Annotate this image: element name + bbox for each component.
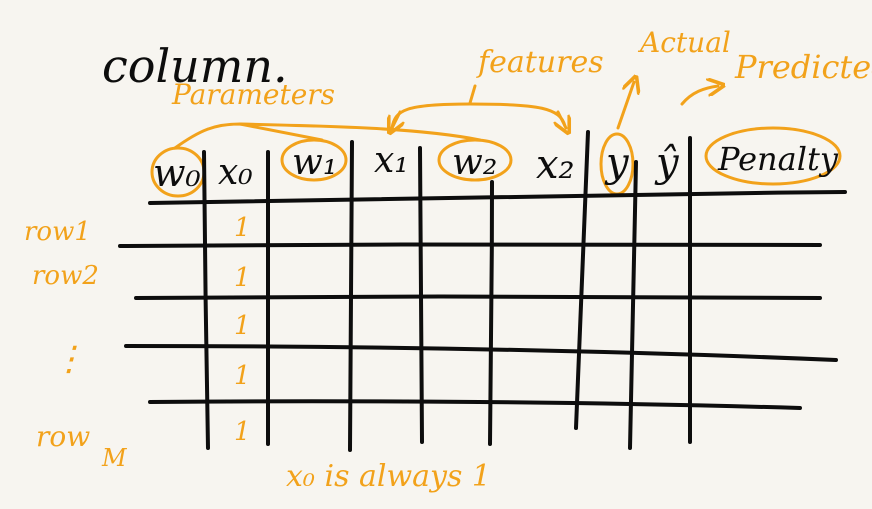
header-rule	[148, 190, 847, 205]
row-label-1: row1	[24, 217, 91, 247]
x0-value-1: 1	[234, 213, 251, 243]
row-label-m: row	[36, 420, 90, 453]
col-line-7	[628, 160, 638, 450]
col-header-w2: w₂	[452, 142, 497, 183]
label-parameters: Parameters	[171, 78, 335, 111]
col-header-x1: x₁	[374, 140, 409, 181]
col-header-w1: w₁	[292, 142, 337, 183]
col-header-penalty: Penalty	[717, 140, 839, 178]
row-label-m-sub: M	[101, 444, 128, 472]
row-line-1	[118, 242, 822, 248]
x0-value-5: 1	[234, 417, 251, 447]
col-line-4	[418, 146, 424, 444]
label-features: features	[476, 45, 604, 80]
label-predicted: Predicted	[734, 48, 872, 86]
features-arrow-x1	[392, 110, 400, 128]
row-line-4	[148, 399, 802, 410]
predicted-arrow	[680, 86, 718, 106]
row-label-2: row2	[32, 261, 99, 291]
parameters-bracket	[173, 122, 482, 150]
x0-value-4: 1	[234, 361, 251, 391]
label-actual: Actual	[637, 26, 731, 59]
col-header-yhat: ŷ	[654, 140, 680, 186]
col-line-5	[488, 180, 494, 446]
circle-w1	[280, 138, 348, 182]
col-line-6	[574, 130, 590, 430]
x0-value-3: 1	[234, 311, 251, 341]
actual-arrow	[616, 82, 634, 130]
features-connector	[468, 84, 477, 105]
col-header-w0: w₀	[153, 151, 201, 195]
x0-value-2: 1	[234, 263, 251, 293]
features-arrow-x2	[558, 110, 566, 128]
col-header-x0: x₀	[218, 152, 253, 193]
circle-w2	[437, 138, 513, 182]
note-x0-always-1: x₀ is always 1	[286, 459, 491, 494]
col-header-y: y	[604, 140, 630, 186]
features-bracket	[390, 102, 567, 130]
col-line-3	[348, 140, 354, 452]
circle-penalty	[704, 126, 842, 186]
heading-column: column.	[102, 39, 288, 93]
row-label-ellipsis: ⋮	[52, 339, 86, 379]
col-header-x2: x₂	[536, 142, 575, 188]
parameters-branch-w1	[238, 122, 324, 142]
col-line-1	[202, 150, 210, 450]
row-line-3	[124, 344, 838, 362]
row-line-2	[134, 294, 822, 300]
